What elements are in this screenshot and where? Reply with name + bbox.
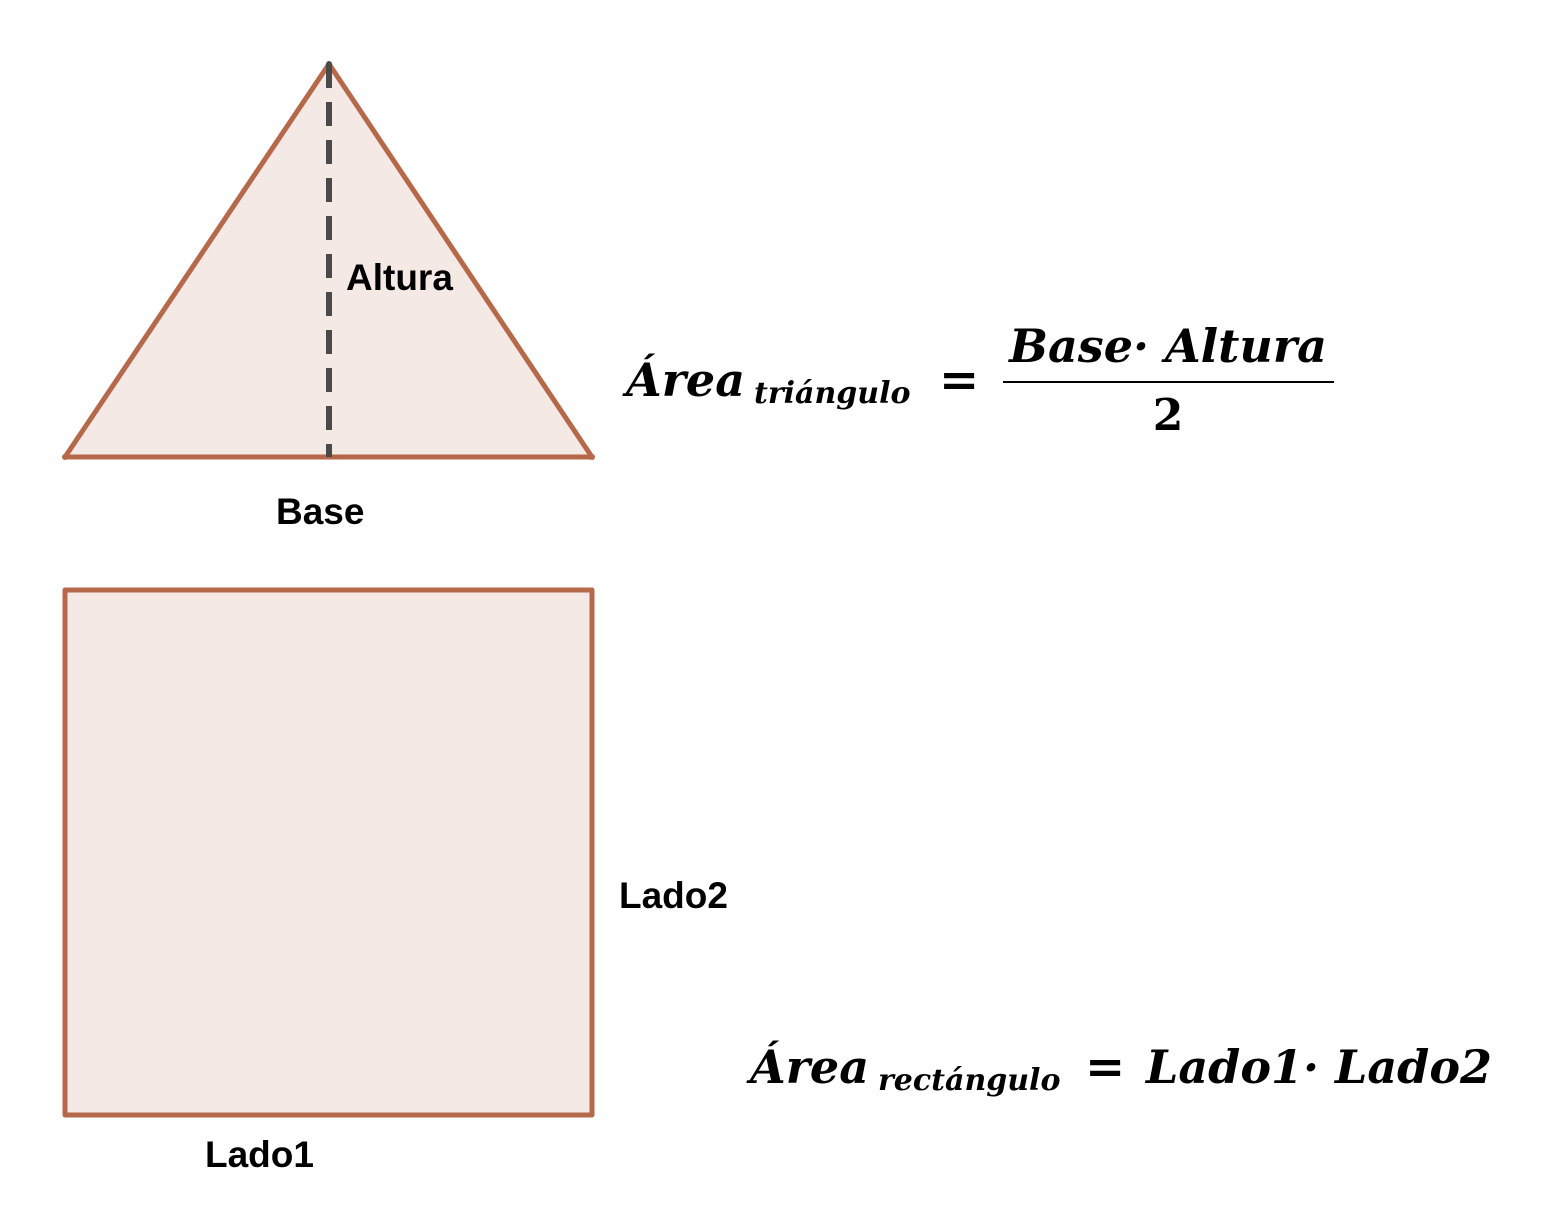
rectangle-area-formula: Área rectángulo = Lado1· Lado2 [746, 1039, 1492, 1098]
triangle-vertex-apex [326, 61, 332, 67]
formula-triangle-numerator: Base· Altura [1007, 319, 1327, 373]
formula-triangle-subscript: triángulo [754, 376, 911, 411]
lado1-label: Lado1 [205, 1134, 314, 1175]
altura-label: Altura [346, 257, 453, 298]
formula-triangle-denominator: 2 [1153, 390, 1184, 441]
triangle-vertex-right [589, 454, 595, 460]
formula-rectangle-rhs: Lado1· Lado2 [1144, 1040, 1492, 1094]
formula-rectangle-equals: = [1085, 1039, 1125, 1095]
formula-rectangle-subscript: rectángulo [878, 1063, 1060, 1098]
formula-rectangle-lhs: Área [746, 1039, 869, 1094]
formula-triangle-equals: = [939, 352, 979, 408]
rectangle-shape [62, 587, 595, 1118]
lado2-label: Lado2 [619, 875, 728, 916]
formula-triangle-lhs: Área [622, 352, 745, 407]
triangle-area-formula: Área triángulo = Base· Altura 2 [622, 319, 1334, 441]
triangle-vertex-left [62, 454, 68, 460]
base-label: Base [276, 491, 364, 532]
